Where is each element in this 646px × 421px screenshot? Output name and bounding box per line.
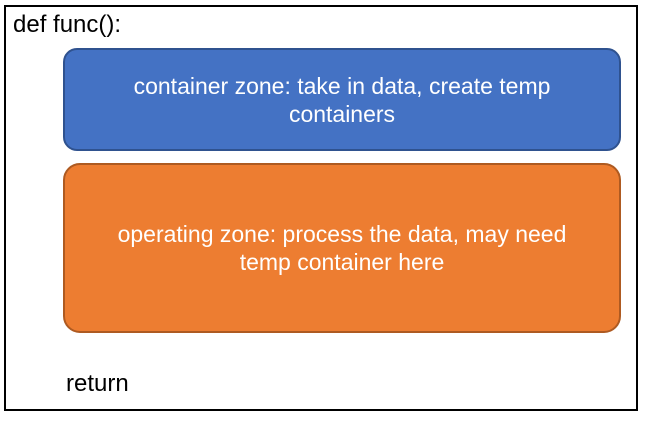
return-text: return [66,370,129,397]
container-zone-box: container zone: take in data, create tem… [63,48,621,151]
def-func-text: def func(): [13,11,122,38]
operating-zone-box: operating zone: process the data, may ne… [63,163,621,333]
container-zone-label: container zone: take in data, create tem… [133,72,551,127]
operating-zone-label: operating zone: process the data, may ne… [117,221,567,275]
